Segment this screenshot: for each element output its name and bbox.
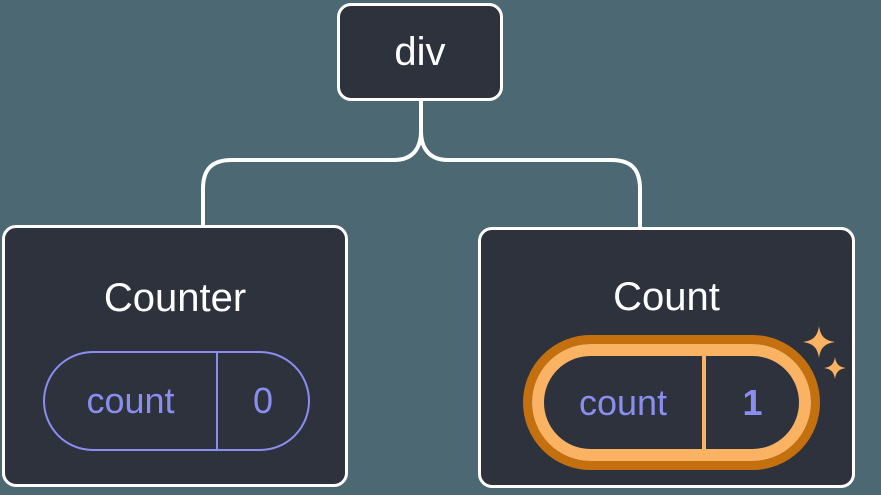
sparkles-icon [803, 326, 846, 379]
component-card-count: Count count 1 [478, 227, 855, 488]
state-value: 0 [252, 380, 274, 421]
card-title: Counter [103, 276, 247, 320]
card-title: Count [613, 275, 720, 319]
state-key-cell: count [544, 356, 706, 449]
state-key: count [578, 381, 668, 423]
state-pill-highlight-ring: count 1 [532, 344, 811, 461]
state-key: count [86, 380, 175, 421]
root-node: div [337, 3, 503, 101]
state-value: 1 [742, 381, 763, 423]
state-value-cell: 0 [218, 353, 308, 449]
state-pill: count 0 [43, 351, 310, 451]
state-pill-highlighted: count 1 [523, 335, 820, 470]
component-card-counter: Counter count 0 [2, 225, 348, 487]
state-key-cell: count [45, 353, 218, 449]
root-node-label: div [394, 29, 446, 74]
state-value-cell: 1 [706, 356, 799, 449]
